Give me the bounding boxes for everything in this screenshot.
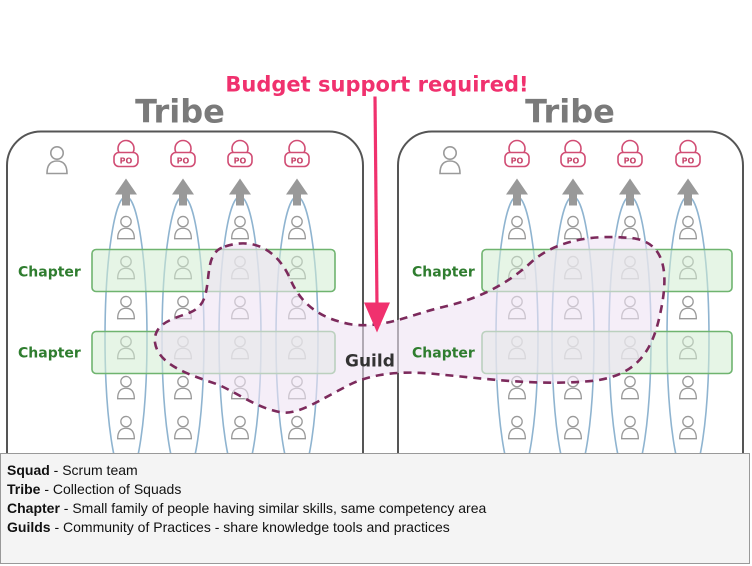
chapter-label-right-2: Chapter (412, 346, 475, 362)
up-arrow-icon (172, 178, 194, 195)
product-owner-icon: PO (617, 139, 643, 168)
legend-description: - Community of Practices - share knowled… (50, 519, 450, 535)
po-label: PO (120, 157, 133, 166)
legend-description: - Collection of Squads (40, 481, 182, 497)
chapter-label-left-1: Chapter (18, 265, 81, 281)
product-owner-icon: PO (113, 139, 139, 168)
up-arrow-icon (677, 178, 699, 195)
product-owner-icon: PO (675, 139, 701, 168)
chapter-label-left-2: Chapter (18, 346, 81, 362)
legend-term: Squad (7, 462, 50, 478)
legend-description: - Small family of people having similar … (59, 500, 487, 516)
po-label: PO (177, 157, 190, 166)
legend-description: - Scrum team (49, 462, 138, 478)
product-owner-icon: PO (560, 139, 586, 168)
po-label: PO (682, 157, 695, 166)
up-arrow-icon (115, 178, 137, 195)
up-arrow-icon (229, 178, 251, 195)
up-arrow-icon (286, 178, 308, 195)
budget-banner: Budget support required! (225, 73, 528, 97)
tribe-title-right: Tribe (525, 93, 615, 131)
legend-term: Tribe (7, 481, 41, 497)
product-owner-icon: PO (284, 139, 310, 168)
product-owner-icon: PO (170, 139, 196, 168)
up-arrow-icon (506, 178, 528, 195)
legend-row: Chapter - Small family of people having … (7, 499, 743, 518)
product-owner-icon: PO (227, 139, 253, 168)
po-label: PO (624, 157, 637, 166)
po-label: PO (291, 157, 304, 166)
po-label: PO (567, 157, 580, 166)
guild-label: Guild (345, 352, 395, 372)
product-owner-icon: PO (504, 139, 530, 168)
up-arrow-icon (619, 178, 641, 195)
guild-area (153, 235, 666, 414)
legend-row: Tribe - Collection of Squads (7, 480, 743, 499)
tribe-title-left: Tribe (135, 93, 225, 131)
po-label: PO (234, 157, 247, 166)
legend-row: Squad - Scrum team (7, 461, 743, 480)
legend-row: Guilds - Community of Practices - share … (7, 518, 743, 537)
po-label: PO (511, 157, 524, 166)
up-arrow-icon (562, 178, 584, 195)
legend-term: Chapter (7, 500, 60, 516)
budget-arrow (364, 96, 390, 333)
legend-term: Guilds (7, 519, 51, 535)
chapter-label-right-1: Chapter (412, 265, 475, 281)
